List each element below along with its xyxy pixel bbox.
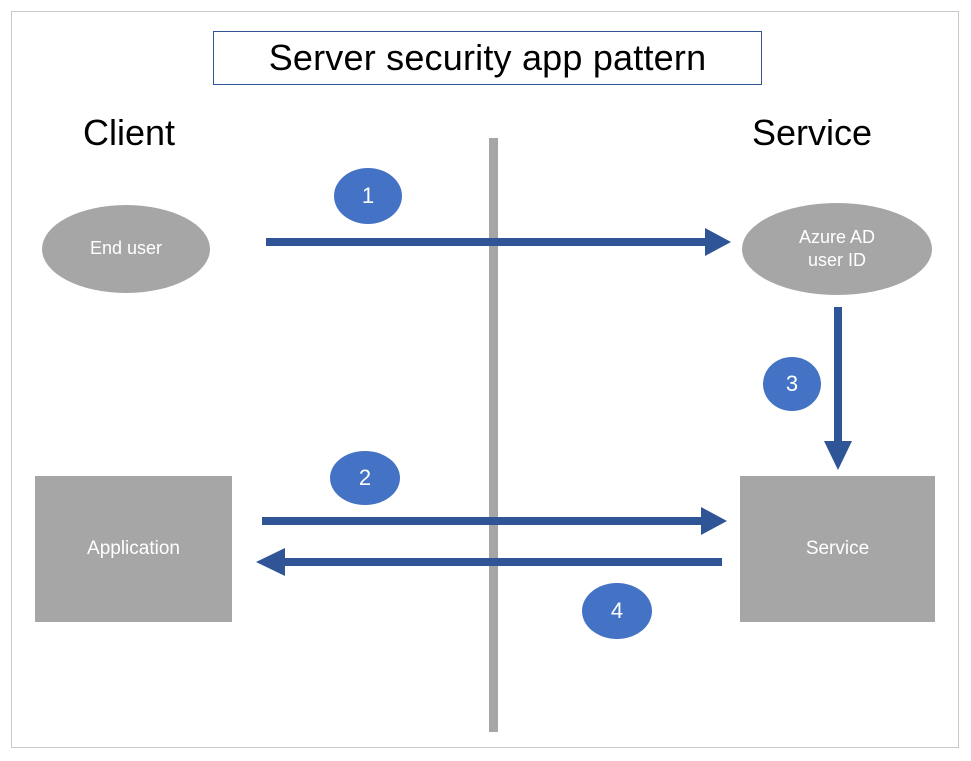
node-end-user: End user <box>42 205 210 293</box>
node-azure-ad-line2: user ID <box>807 250 866 270</box>
node-end-user-label: End user <box>89 238 163 259</box>
step-badge-1: 1 <box>334 168 402 224</box>
node-application: Application <box>35 476 232 622</box>
node-azure-ad-user-id: Azure AD user ID <box>742 203 932 295</box>
page-title: Server security app pattern <box>268 37 707 78</box>
diagram-title-box: Server security app pattern <box>213 31 762 85</box>
node-service-label: Service <box>805 538 870 559</box>
step-badge-4: 4 <box>582 583 652 639</box>
step-badge-2: 2 <box>330 451 400 505</box>
step-badge-4-label: 4 <box>610 598 624 623</box>
column-heading-service: Service <box>752 112 873 153</box>
node-application-label: Application <box>87 538 180 559</box>
node-azure-ad-user-id-label: Azure AD user ID <box>799 226 875 273</box>
diagram-frame <box>11 11 959 748</box>
step-badge-3: 3 <box>763 357 821 411</box>
step-badge-2-label: 2 <box>358 465 372 490</box>
step-badge-1-label: 1 <box>361 183 375 208</box>
step-badge-3-label: 3 <box>785 371 799 396</box>
node-azure-ad-line1: Azure AD <box>798 226 876 247</box>
node-service: Service <box>740 476 935 622</box>
client-service-boundary-divider <box>489 138 498 732</box>
column-heading-client: Client <box>83 112 176 153</box>
